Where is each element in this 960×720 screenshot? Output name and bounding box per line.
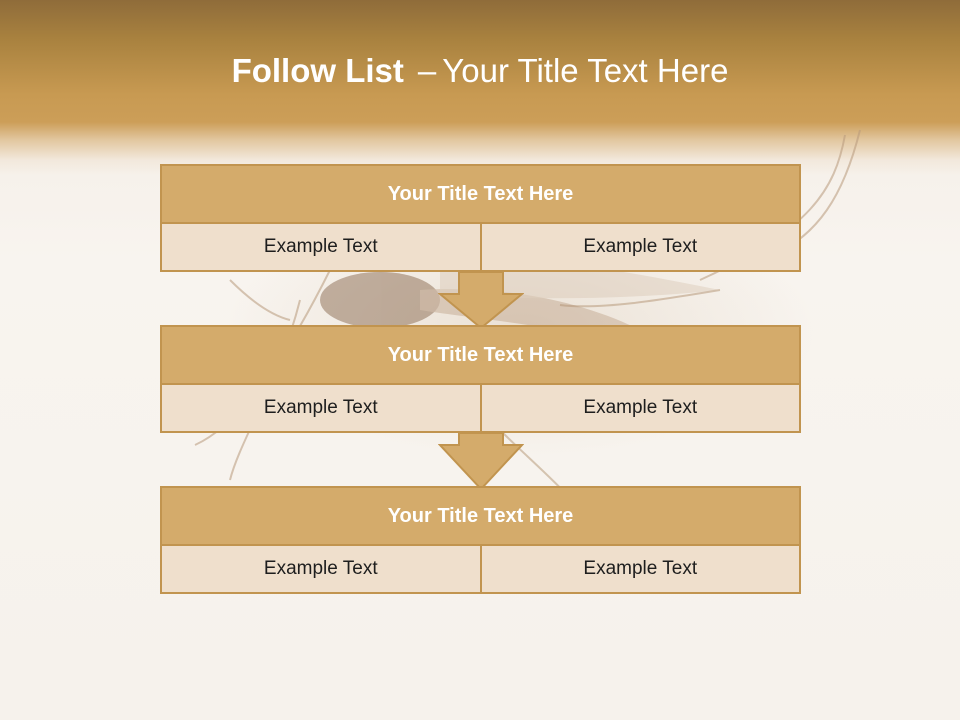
header-band: [0, 0, 960, 175]
block-title: Your Title Text Here: [162, 166, 799, 224]
block-title: Your Title Text Here: [162, 327, 799, 385]
title-separator: –: [417, 52, 437, 89]
block-cell-left: Example Text: [162, 224, 480, 270]
block-cell-right: Example Text: [479, 385, 799, 431]
title-bold-part: Follow List: [231, 52, 404, 89]
list-block-1: Your Title Text Here Example Text Exampl…: [160, 164, 801, 272]
down-arrow-icon: [438, 272, 524, 330]
block-cell-left: Example Text: [162, 546, 480, 592]
block-cell-right: Example Text: [479, 546, 799, 592]
block-row: Example Text Example Text: [162, 546, 799, 592]
title-rest-part: Your Title Text Here: [442, 52, 729, 89]
block-row: Example Text Example Text: [162, 385, 799, 431]
block-title: Your Title Text Here: [162, 488, 799, 546]
block-row: Example Text Example Text: [162, 224, 799, 270]
list-block-3: Your Title Text Here Example Text Exampl…: [160, 486, 801, 594]
slide-title: Follow List–Your Title Text Here: [0, 52, 960, 90]
block-cell-left: Example Text: [162, 385, 480, 431]
list-block-2: Your Title Text Here Example Text Exampl…: [160, 325, 801, 433]
down-arrow-icon: [438, 433, 524, 491]
block-cell-right: Example Text: [479, 224, 799, 270]
